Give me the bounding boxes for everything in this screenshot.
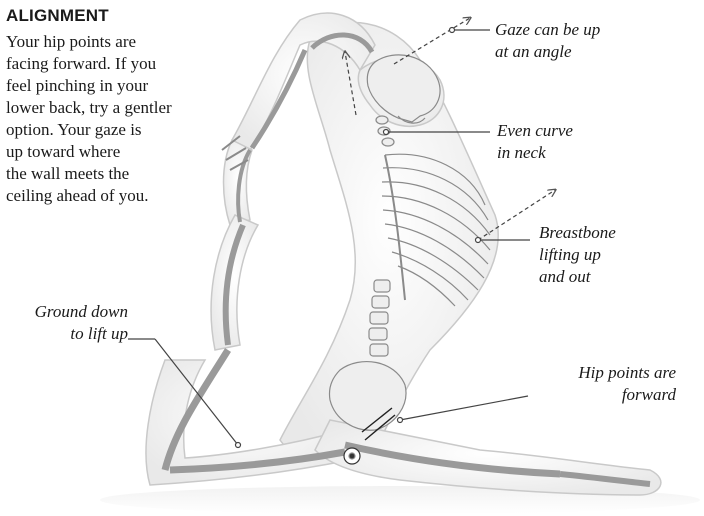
description-line: Your hip points are <box>6 31 246 53</box>
callout-line: forward <box>536 384 676 406</box>
callout-line: Even curve <box>497 120 573 142</box>
description-line: feel pinching in your <box>6 75 246 97</box>
hip-callout: Hip points are forward <box>536 362 676 406</box>
callout-line: Gaze can be up <box>495 19 600 41</box>
description-line: facing forward. If you <box>6 53 246 75</box>
callout-line: at an angle <box>495 41 600 63</box>
description-line: option. Your gaze is <box>6 119 246 141</box>
callout-line: Hip points are <box>536 362 676 384</box>
neck-callout: Even curve in neck <box>497 120 573 164</box>
callout-line: Breastbone <box>539 222 616 244</box>
ground-callout: Ground down to lift up <box>8 301 128 345</box>
gaze-callout: Gaze can be up at an angle <box>495 19 600 63</box>
alignment-description: Your hip points are facing forward. If y… <box>6 31 246 207</box>
callout-line: to lift up <box>8 323 128 345</box>
section-heading: ALIGNMENT <box>6 6 109 26</box>
callout-line: and out <box>539 266 616 288</box>
description-line: lower back, try a gentler <box>6 97 246 119</box>
description-line: ceiling ahead of you. <box>6 185 246 207</box>
description-line: the wall meets the <box>6 163 246 185</box>
description-line: up toward where <box>6 141 246 163</box>
breastbone-callout: Breastbone lifting up and out <box>539 222 616 288</box>
callout-line: Ground down <box>8 301 128 323</box>
callout-line: in neck <box>497 142 573 164</box>
hip-leader <box>400 396 528 420</box>
callout-line: lifting up <box>539 244 616 266</box>
